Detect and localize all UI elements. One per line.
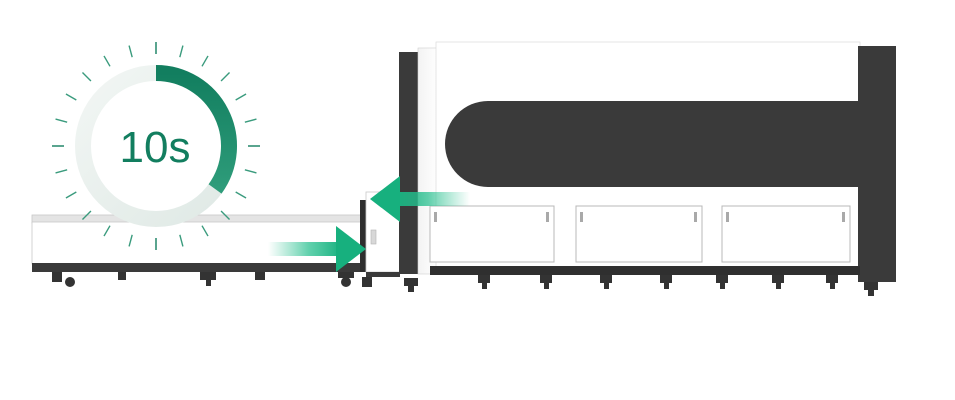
- viewing-window: [445, 101, 860, 187]
- timer-tick: [201, 55, 209, 67]
- timer-tick: [235, 93, 247, 101]
- stopwatch-ring-icon: [52, 42, 260, 250]
- timer-tick: [55, 169, 68, 174]
- timer-tick: [220, 71, 231, 82]
- cabinet-doors: [429, 205, 851, 263]
- timer-tick: [220, 210, 231, 221]
- table-side-post: [360, 200, 366, 272]
- right-pillar: [858, 46, 896, 282]
- timer-label: 10s: [119, 123, 191, 172]
- timer-face: [92, 82, 220, 210]
- table-feet: [52, 272, 354, 287]
- timer-tick: [244, 169, 257, 174]
- timer-tick: [103, 225, 111, 237]
- timer-tick: [235, 191, 247, 199]
- timer-tick: [103, 55, 111, 67]
- timer-progress-arc: [155, 65, 237, 194]
- timer-tick: [55, 118, 68, 123]
- arrow-left-icon: [370, 176, 470, 222]
- laser-cutter-body: [399, 41, 896, 296]
- table-base-strip: [32, 263, 366, 272]
- timer-tick: [179, 45, 184, 58]
- timer-tick: [244, 118, 257, 123]
- timer-tick: [201, 225, 209, 237]
- timer-tick: [179, 234, 184, 247]
- left-pillar: [399, 52, 419, 274]
- timer-tick-marks: [52, 42, 260, 250]
- timer-tick: [65, 191, 77, 199]
- timer-tick: [81, 71, 92, 82]
- arrow-right-icon: [268, 226, 366, 272]
- timer-tick: [128, 45, 133, 58]
- body-base-strip: [430, 266, 860, 275]
- timer-tick: [81, 210, 92, 221]
- body-feet: [404, 275, 878, 296]
- timer-tick: [128, 234, 133, 247]
- timer-tick: [65, 93, 77, 101]
